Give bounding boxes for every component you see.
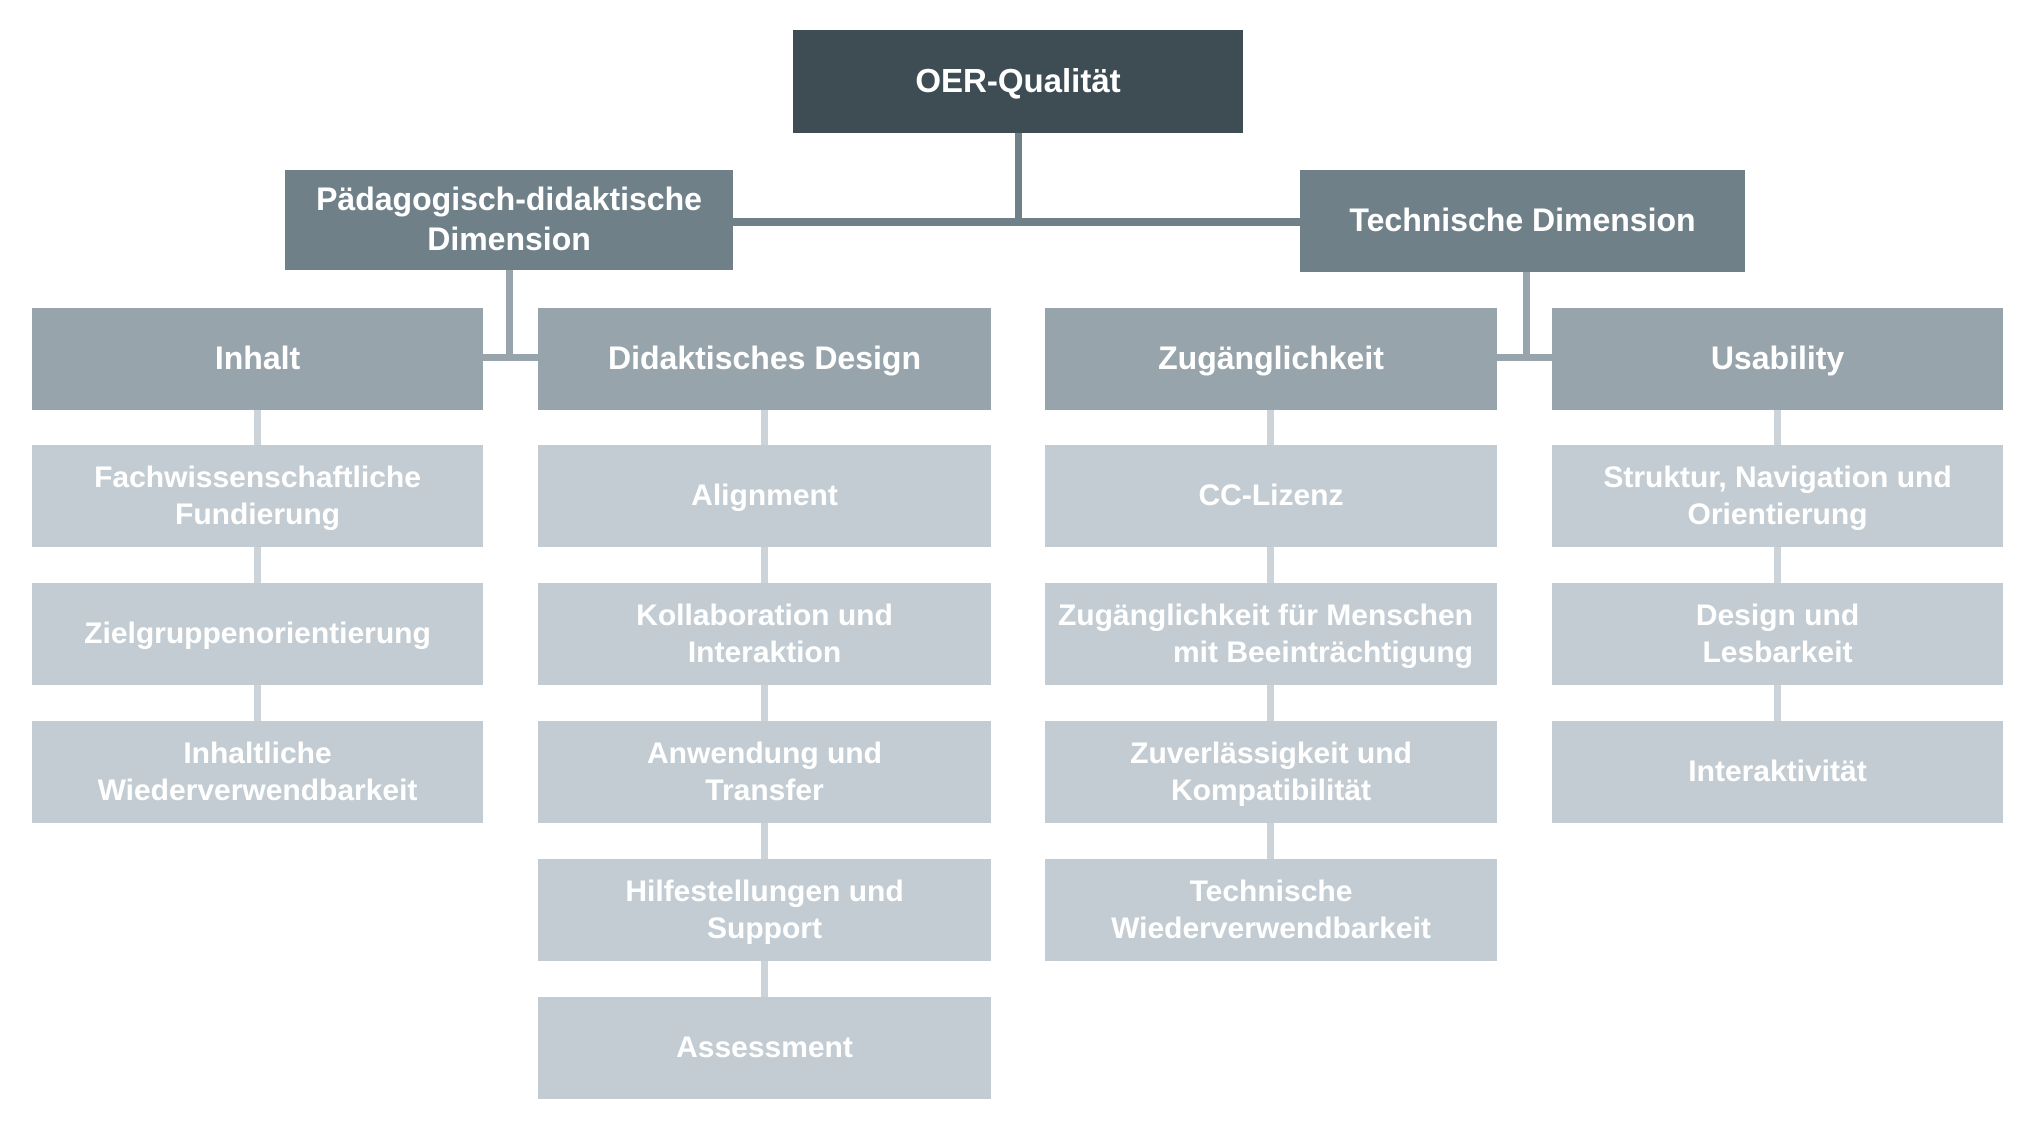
connector-didaktik-item3 xyxy=(761,685,768,721)
node-design-und-lesbarkeit: Design und Lesbarkeit xyxy=(1552,583,2003,685)
connector-zugang-item1 xyxy=(1267,410,1274,445)
connector-inhalt-item3 xyxy=(254,685,261,721)
connector-didaktik-item1 xyxy=(761,410,768,445)
connector-zugang-item3 xyxy=(1267,685,1274,721)
connector-didaktik-item4 xyxy=(761,823,768,859)
node-technische-wiederverwendbarkeit: Technische Wiederverwendbarkeit xyxy=(1045,859,1497,961)
node-anwendung-und-transfer: Anwendung und Transfer xyxy=(538,721,991,823)
node-cc-lizenz: CC-Lizenz xyxy=(1045,445,1497,547)
connector-usability-item1 xyxy=(1774,410,1781,445)
node-zugaenglichkeit: Zugänglichkeit xyxy=(1045,308,1497,410)
node-zugaenglichkeit-fuer-menschen: Zugänglichkeit für Menschen mit Beeinträ… xyxy=(1045,583,1497,685)
node-technische-dimension: Technische Dimension xyxy=(1300,170,1745,272)
connector-root-vertical xyxy=(1015,133,1022,226)
connector-inhalt-item1 xyxy=(254,410,261,445)
node-hilfestellungen-und-support: Hilfestellungen und Support xyxy=(538,859,991,961)
node-paedagogisch-didaktische-dimension: Pädagogisch-didaktische Dimension xyxy=(285,170,733,270)
node-interaktivitaet: Interaktivität xyxy=(1552,721,2003,823)
node-fachwissenschaftliche-fundierung: Fachwissenschaftliche Fundierung xyxy=(32,445,483,547)
connector-technisch-vertical xyxy=(1523,271,1530,361)
node-kollaboration-und-interaktion: Kollaboration und Interaktion xyxy=(538,583,991,685)
node-assessment: Assessment xyxy=(538,997,991,1099)
connector-usability-item3 xyxy=(1774,685,1781,721)
node-usability: Usability xyxy=(1552,308,2003,410)
node-zielgruppenorientierung: Zielgruppenorientierung xyxy=(32,583,483,685)
connector-inhalt-item2 xyxy=(254,547,261,583)
connector-paedagogisch-vertical xyxy=(506,270,513,361)
connector-didaktik-item2 xyxy=(761,547,768,583)
node-alignment: Alignment xyxy=(538,445,991,547)
node-didaktisches-design: Didaktisches Design xyxy=(538,308,991,410)
connector-technisch-horizontal xyxy=(1497,354,1552,361)
connector-usability-item2 xyxy=(1774,547,1781,583)
node-inhaltliche-wiederverwendbarkeit: Inhaltliche Wiederverwendbarkeit xyxy=(32,721,483,823)
node-inhalt: Inhalt xyxy=(32,308,483,410)
connector-zugang-item4 xyxy=(1267,823,1274,859)
connector-didaktik-item5 xyxy=(761,961,768,997)
node-zuverlaessigkeit-und-kompatibilitaet: Zuverlässigkeit und Kompatibilität xyxy=(1045,721,1497,823)
connector-root-horizontal xyxy=(733,218,1300,226)
node-oer-qualitaet: OER-Qualität xyxy=(793,30,1243,133)
connector-paedagogisch-horizontal xyxy=(483,354,539,361)
connector-zugang-item2 xyxy=(1267,547,1274,583)
node-struktur-navigation-orientierung: Struktur, Navigation und Orientierung xyxy=(1552,445,2003,547)
